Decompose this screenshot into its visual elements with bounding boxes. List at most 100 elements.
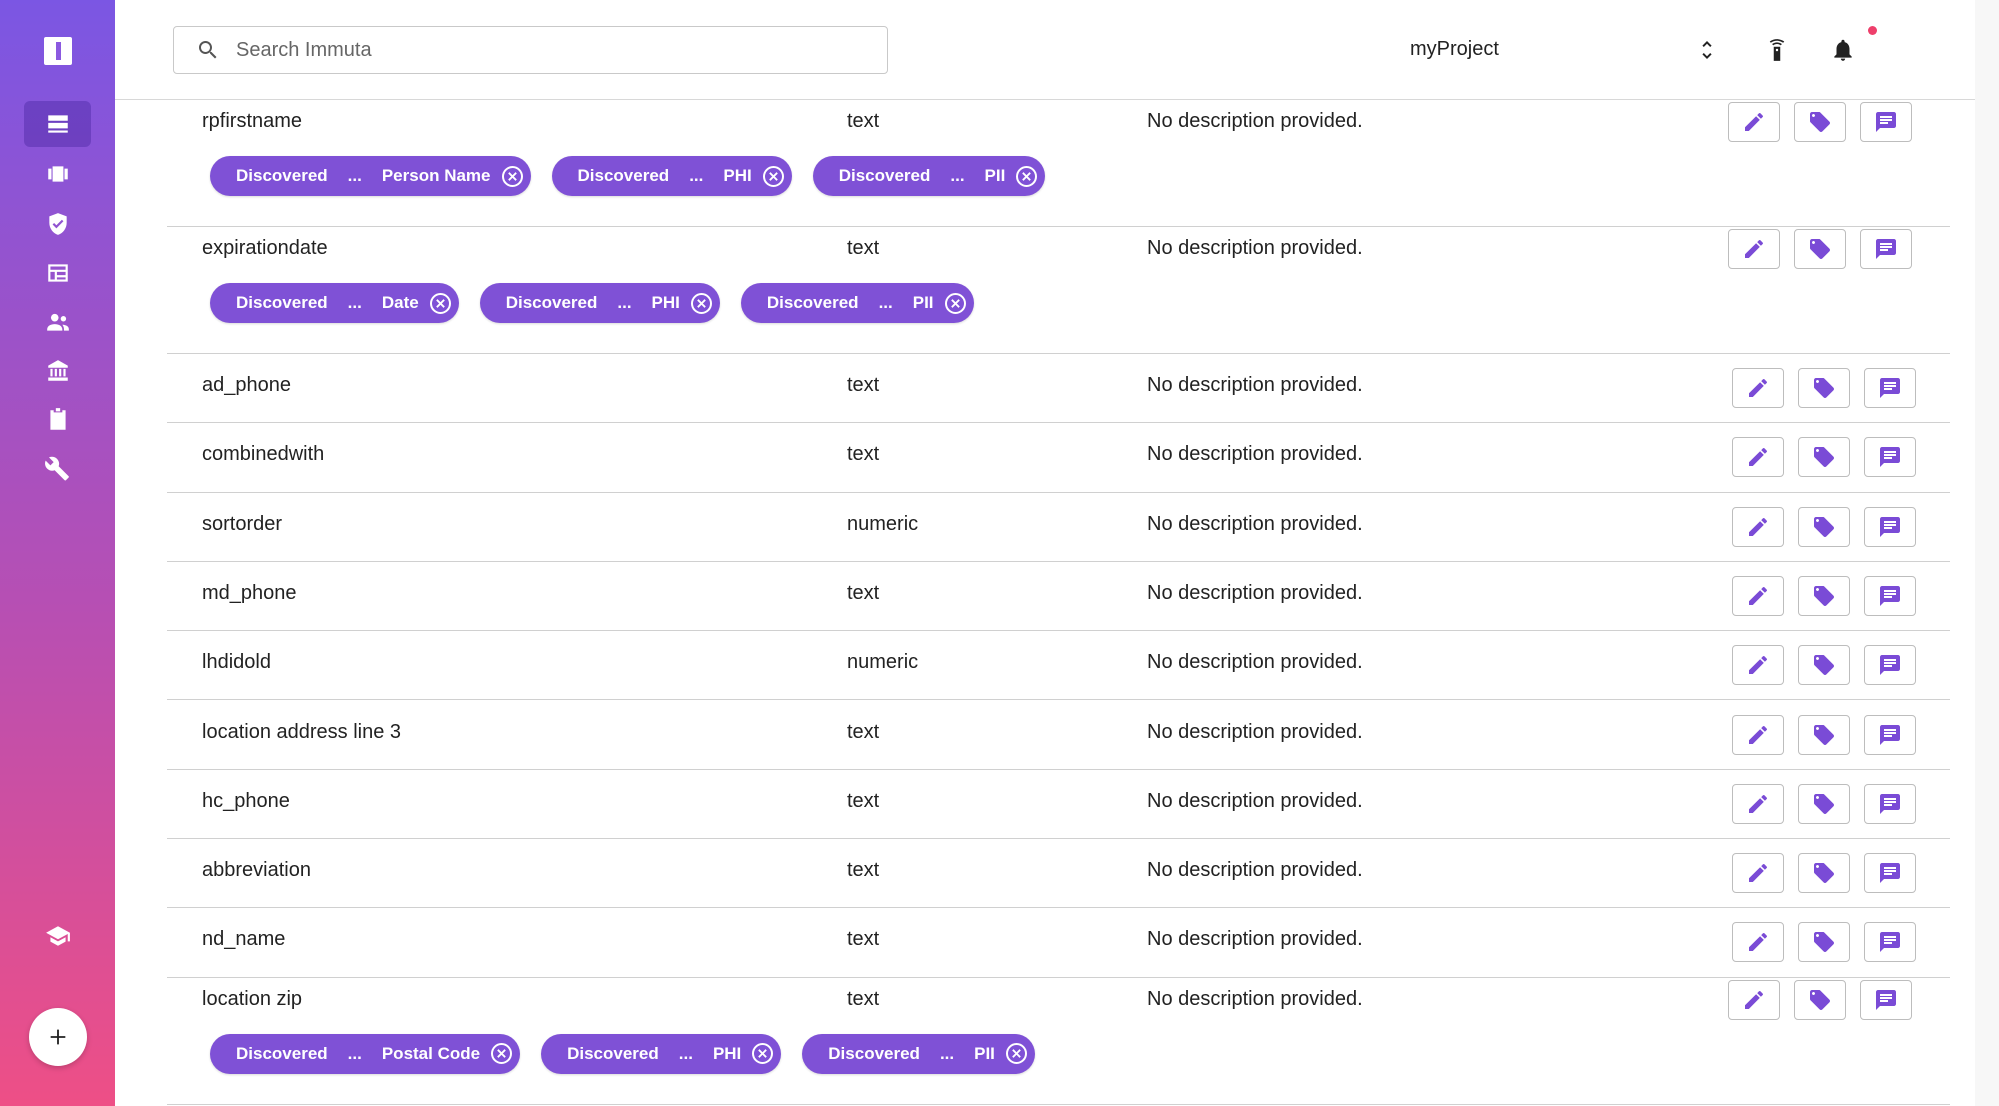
tag-chip[interactable]: Discovered...Postal Code [210,1033,521,1074]
edit-button[interactable] [1728,979,1780,1020]
education-icon[interactable] [24,913,91,959]
row-actions [1732,368,1916,408]
tag-chip[interactable]: Discovered...PHI [551,156,792,196]
remove-tag-icon[interactable] [690,292,712,314]
tag-button[interactable] [1794,979,1846,1020]
remove-tag-icon[interactable] [429,292,451,314]
tag-separator: ... [689,166,704,185]
tag-separator: ... [617,293,632,312]
edit-button[interactable] [1732,783,1784,824]
tag-button[interactable] [1798,922,1850,963]
audit-icon[interactable] [24,397,91,443]
tag-button[interactable] [1798,645,1850,686]
row-actions [1732,575,1916,616]
comment-button[interactable] [1860,229,1912,269]
remove-tag-icon[interactable] [762,165,784,187]
governance-icon[interactable] [24,348,91,394]
edit-button[interactable] [1732,645,1784,686]
comment-button[interactable] [1860,102,1912,142]
tools-icon[interactable] [24,446,91,492]
column-description: No description provided. [1147,859,1363,882]
projects-icon[interactable] [24,151,91,197]
tag-button[interactable] [1798,853,1850,894]
comment-icon [1876,239,1896,259]
comment-button[interactable] [1864,922,1916,963]
edit-button[interactable] [1732,714,1784,755]
comment-button[interactable] [1864,575,1916,616]
remove-tag-icon[interactable] [491,1043,513,1065]
tag-value: PII [984,166,1006,185]
tag-button[interactable] [1798,368,1850,408]
comment-button[interactable] [1864,437,1916,478]
tag-chip[interactable]: Discovered...PII [812,156,1046,196]
page-scrollbar[interactable] [1975,0,1999,1106]
tag-button[interactable] [1794,102,1846,142]
column-type: text [847,581,880,604]
project-switch-chevrons-icon[interactable] [1695,36,1719,64]
tag-button[interactable] [1794,229,1846,269]
people-icon[interactable] [24,299,91,345]
tag-chip[interactable]: Discovered...PHI [541,1033,782,1074]
comment-button[interactable] [1864,368,1916,408]
tag-button[interactable] [1798,783,1850,824]
comment-button[interactable] [1864,645,1916,686]
comment-button[interactable] [1864,714,1916,755]
tag-icon [1814,378,1834,398]
data-sources-icon[interactable] [24,101,91,147]
row-actions [1732,506,1916,547]
tag-chip[interactable]: Discovered...Date [210,283,459,323]
column-name: rpfirstname [202,110,303,132]
tag-value: Postal Code [381,1043,481,1063]
tag-icon [1814,447,1834,468]
remove-tag-icon[interactable] [752,1043,774,1065]
tag-icon [1814,516,1834,537]
tag-button[interactable] [1798,575,1850,616]
edit-button[interactable] [1732,922,1784,963]
edit-button[interactable] [1732,853,1784,894]
tag-list: Discovered...Person Name Discovered...PHI… [210,156,1046,196]
remote-control-icon[interactable] [1764,34,1790,66]
column-type: text [847,237,880,259]
remove-tag-icon[interactable] [1005,1043,1027,1065]
column-type: text [847,374,880,396]
policies-icon[interactable] [24,201,91,247]
edit-button[interactable] [1732,506,1784,547]
bell-icon[interactable] [1830,36,1856,64]
remove-tag-icon[interactable] [1016,165,1038,187]
tag-button[interactable] [1798,714,1850,755]
remove-tag-icon[interactable] [501,165,523,187]
edit-button[interactable] [1728,229,1780,269]
query-editor-icon[interactable] [24,250,91,296]
comment-button[interactable] [1864,506,1916,547]
tag-chip[interactable]: Discovered...PII [740,283,974,323]
tag-label: Discovered [838,166,931,185]
pencil-icon [1749,864,1767,883]
remove-tag-icon[interactable] [944,292,966,314]
tag-label: Discovered [236,166,328,185]
column-name: location address line 3 [202,720,402,743]
immuta-logo-icon[interactable] [44,37,72,65]
edit-button[interactable] [1732,437,1784,478]
tag-chip[interactable]: Discovered...PHI [479,283,720,323]
project-selector[interactable]: myProject [1410,38,1499,60]
row-actions [1732,437,1916,478]
edit-button[interactable] [1732,368,1784,408]
tag-button[interactable] [1798,506,1850,547]
column-type: text [847,789,880,812]
row-actions [1728,979,1912,1020]
pencil-icon [1749,656,1767,675]
search-box[interactable] [173,26,888,74]
comment-button[interactable] [1864,783,1916,824]
comment-button[interactable] [1864,853,1916,894]
search-input[interactable] [236,38,836,62]
edit-button[interactable] [1728,102,1780,142]
edit-button[interactable] [1732,575,1784,616]
tag-chip[interactable]: Discovered...Person Name [210,156,531,196]
tag-icon [1814,793,1834,814]
comment-button[interactable] [1860,979,1912,1020]
tag-button[interactable] [1798,437,1850,478]
tag-chip[interactable]: Discovered...PII [802,1033,1035,1074]
row-actions [1732,714,1916,755]
tag-separator: ... [347,1043,362,1063]
add-button[interactable] [29,1008,87,1066]
